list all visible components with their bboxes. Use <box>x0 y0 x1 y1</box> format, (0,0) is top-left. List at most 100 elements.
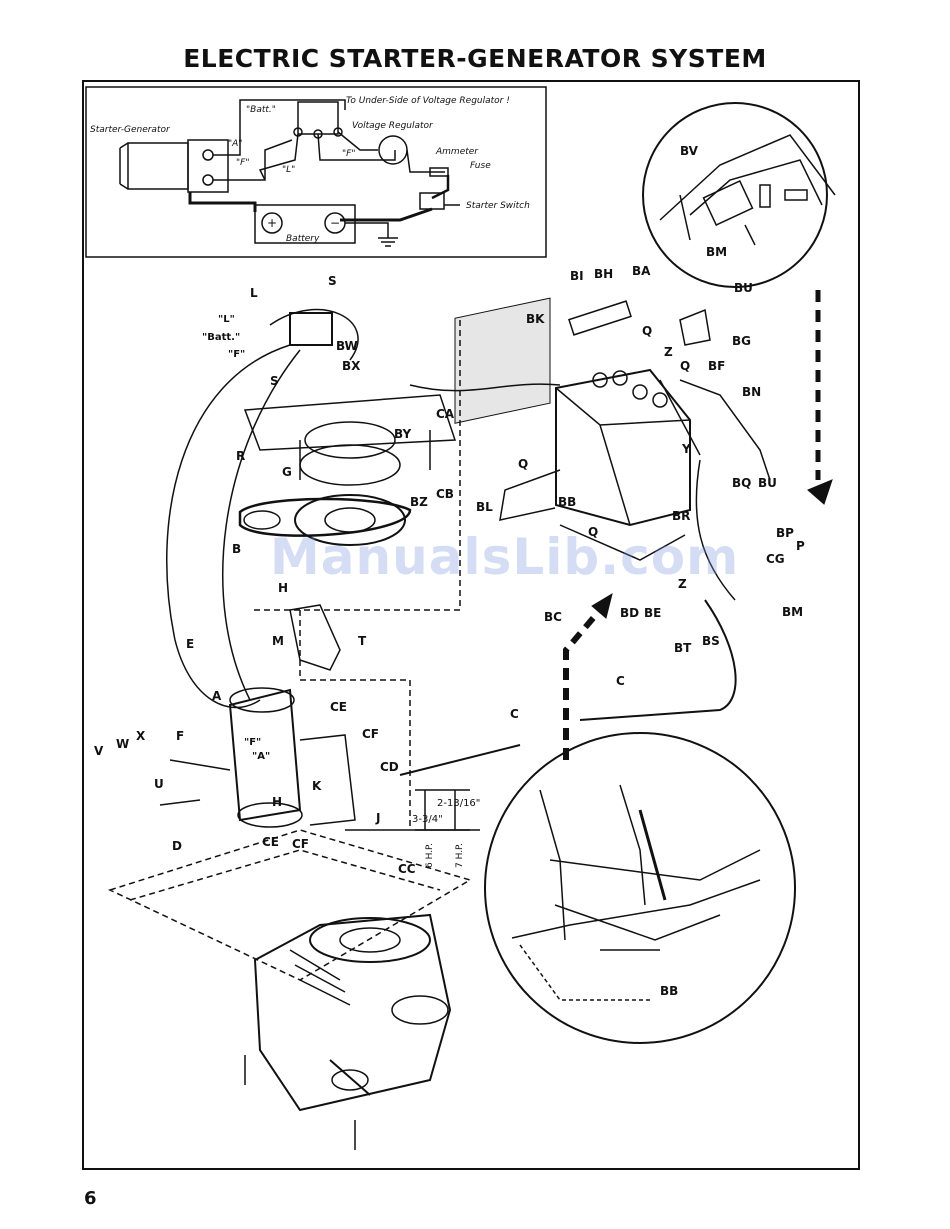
callout-R: R <box>236 449 245 463</box>
callout-J: J <box>375 811 380 825</box>
callout-BS: BS <box>702 634 720 648</box>
callout-Q4: Q <box>588 525 598 539</box>
callout-CC: CC <box>398 862 416 876</box>
callout-T: T <box>358 634 367 648</box>
callout-X: X <box>136 729 146 743</box>
callout-BB: BB <box>558 495 576 509</box>
callout-CF: CF <box>362 727 379 741</box>
callout-E: E <box>186 637 194 651</box>
callout-BF: BF <box>708 359 725 373</box>
detail-circle-bottom <box>484 732 796 1044</box>
callout-A2-quoted: "A" <box>252 751 270 762</box>
starter-switch-symbol <box>419 192 445 210</box>
fuse-symbol <box>429 167 449 177</box>
callout-S2: S <box>270 374 279 388</box>
label-voltage-regulator: Voltage Regulator <box>352 121 434 131</box>
callout-CA: CA <box>436 407 455 421</box>
callout-S: S <box>328 274 337 288</box>
callout-BC: BC <box>544 610 562 624</box>
battery-symbol <box>254 204 356 244</box>
callout-D: D <box>172 839 182 853</box>
callout-BX: BX <box>342 359 361 373</box>
label-terminal-f-right: "F" <box>342 149 355 159</box>
callout-batt-quoted: "Batt." <box>202 332 240 343</box>
callout-M: M <box>272 634 284 648</box>
starter-generator <box>159 687 356 828</box>
callout-BG: BG <box>732 334 751 348</box>
callout-H: H <box>278 581 288 595</box>
label-ammeter: Ammeter <box>435 147 479 157</box>
callout-BP: BP <box>776 526 794 540</box>
label-terminal-l: "L" <box>282 165 295 175</box>
page-number: 6 <box>84 1188 97 1209</box>
callout-BA: BA <box>632 264 651 278</box>
callout-BQ: BQ <box>732 476 751 490</box>
label-starter-generator: Starter-Generator <box>90 125 171 135</box>
voltage-regulator-symbol <box>293 101 343 139</box>
callout-G: G <box>282 465 292 479</box>
callout-BI: BI <box>570 269 584 283</box>
callout-CG: CG <box>766 552 785 566</box>
callout-F-quoted: "F" <box>228 349 245 360</box>
callout-CE: CE <box>330 700 347 714</box>
callout-K: K <box>312 779 322 793</box>
callout-W: W <box>116 737 129 751</box>
callout-BL: BL <box>476 500 493 514</box>
callout-U: U <box>154 777 164 791</box>
callout-Z1: Z <box>664 345 673 359</box>
watermark: ManualsLib.com <box>270 528 740 586</box>
callout-BR: BR <box>672 509 690 523</box>
callout-CD: CD <box>380 760 399 774</box>
wiring-inset <box>85 86 547 258</box>
engine <box>244 913 452 1150</box>
callout-BT: BT <box>674 641 692 655</box>
insulation-pad <box>454 297 551 424</box>
dimension-7hp: 7 H.P. <box>455 843 465 868</box>
callout-F2-quoted: "F" <box>244 737 261 748</box>
callout-CF2: CF <box>292 837 309 851</box>
callout-L-quoted: "L" <box>218 314 235 325</box>
callout-BU2: BU <box>758 476 777 490</box>
callout-H2: H <box>272 795 282 809</box>
callout-L: L <box>250 286 258 300</box>
callout-Z2: Z <box>678 577 687 591</box>
battery-minus-sign: − <box>330 216 340 230</box>
dimension-2-13-16: 2-13/16" <box>437 798 480 809</box>
callout-BM2: BM <box>782 605 803 619</box>
callout-C1: C <box>510 707 519 721</box>
callout-Q3: Q <box>518 457 528 471</box>
callout-BH: BH <box>594 267 613 281</box>
label-fuse: Fuse <box>470 161 491 171</box>
callout-C2: C <box>616 674 625 688</box>
callout-BE: BE <box>644 606 661 620</box>
callout-BU: BU <box>734 281 753 295</box>
callout-F: F <box>176 729 184 743</box>
regulator-pulley-assembly <box>238 308 457 546</box>
label-starter-switch: Starter Switch <box>466 201 530 211</box>
dimension-marks <box>345 789 480 831</box>
label-battery: Battery <box>286 234 320 244</box>
callout-BD: BD <box>620 606 639 620</box>
label-batt: "Batt." <box>246 105 276 115</box>
callout-P: P <box>796 539 805 553</box>
callout-BK: BK <box>526 312 545 326</box>
callout-CB: CB <box>436 487 454 501</box>
starter-generator-symbol <box>119 139 229 193</box>
label-under-side-note: To Under-Side of Voltage Regulator ! <box>346 96 510 106</box>
dimension-3-3-4: 3-3/4" <box>412 814 443 825</box>
callout-BW: BW <box>336 339 358 353</box>
battery-assembly <box>499 300 771 561</box>
callout-BY: BY <box>394 427 411 441</box>
callout-BM: BM <box>706 245 727 259</box>
page-title: ELECTRIC STARTER-GENERATOR SYSTEM <box>183 44 767 73</box>
callout-CE2: CE <box>262 835 279 849</box>
label-terminal-f-left: "F" <box>236 158 249 168</box>
callout-V: V <box>94 744 104 758</box>
diagram-frame <box>82 80 860 1170</box>
callout-A: A <box>212 689 222 703</box>
callout-Q1: Q <box>642 324 652 338</box>
callout-Q2: Q <box>680 359 690 373</box>
callout-BZ: BZ <box>410 495 428 509</box>
callout-Y: Y <box>681 442 691 456</box>
